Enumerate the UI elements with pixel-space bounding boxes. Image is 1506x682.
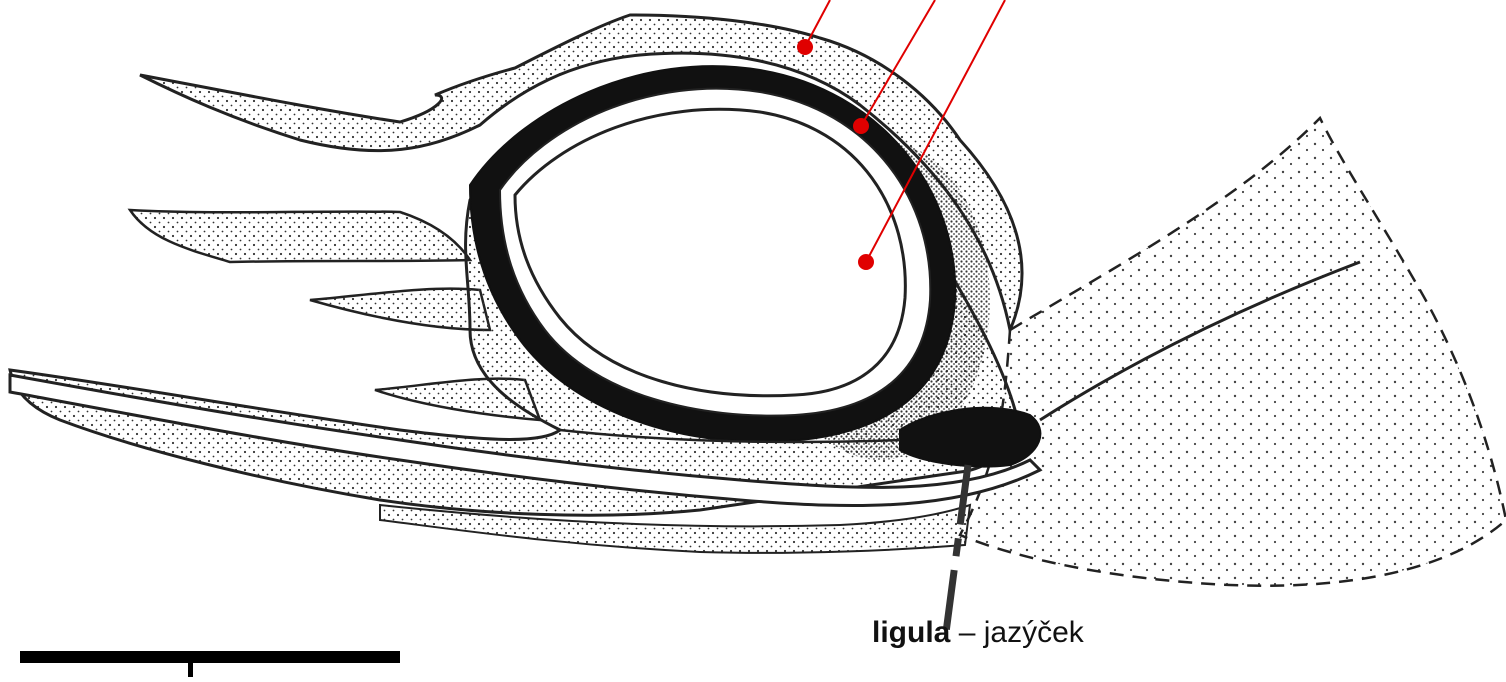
pointer-dot-lumen: [859, 255, 873, 269]
leaf-blade-region: [960, 118, 1506, 586]
fringe-lobe: [130, 210, 470, 262]
ligula-label: ligula – jazýček: [872, 616, 1084, 650]
scale-bar-tick: [188, 663, 193, 677]
fringe-lobe: [310, 289, 490, 330]
ligula-translation: jazýček: [984, 616, 1084, 649]
pointer-dot-ring: [854, 119, 868, 133]
ligula-term: ligula: [872, 616, 950, 649]
pointer-dot-outer: [798, 40, 812, 54]
scale-bar: [20, 651, 400, 663]
ligula-dash: –: [959, 616, 976, 649]
